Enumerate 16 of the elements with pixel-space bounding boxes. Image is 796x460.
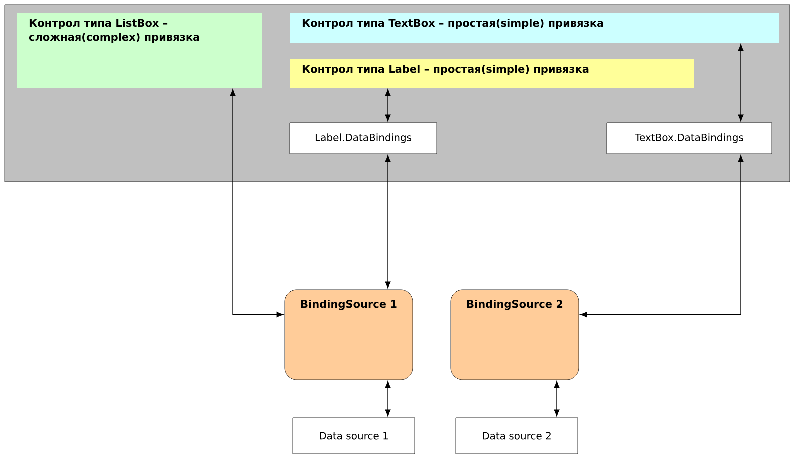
binding-source-box: BindingSource 2 (450, 290, 580, 380)
bindings-box: TextBox.DataBindings (606, 122, 772, 154)
binding-source-box: BindingSource 1 (284, 290, 414, 380)
control-box: Контрол типа ListBox – сложная(complex) привязка (17, 13, 262, 88)
bindings-box: Data source 2 (456, 418, 578, 454)
arrow (554, 381, 560, 417)
control-box: Контрол типа Label – простая(simple) привязка (290, 59, 694, 88)
arrow (580, 155, 744, 318)
arrow (230, 89, 284, 318)
bindings-box: Data source 1 (292, 418, 416, 454)
bindings-box: Label.DataBindings (290, 122, 438, 154)
arrow (385, 381, 391, 417)
arrow (385, 155, 391, 289)
arrow (738, 44, 744, 122)
arrow (385, 89, 391, 122)
control-box: Контрол типа TextBox – простая(simple) привязка (290, 13, 779, 43)
